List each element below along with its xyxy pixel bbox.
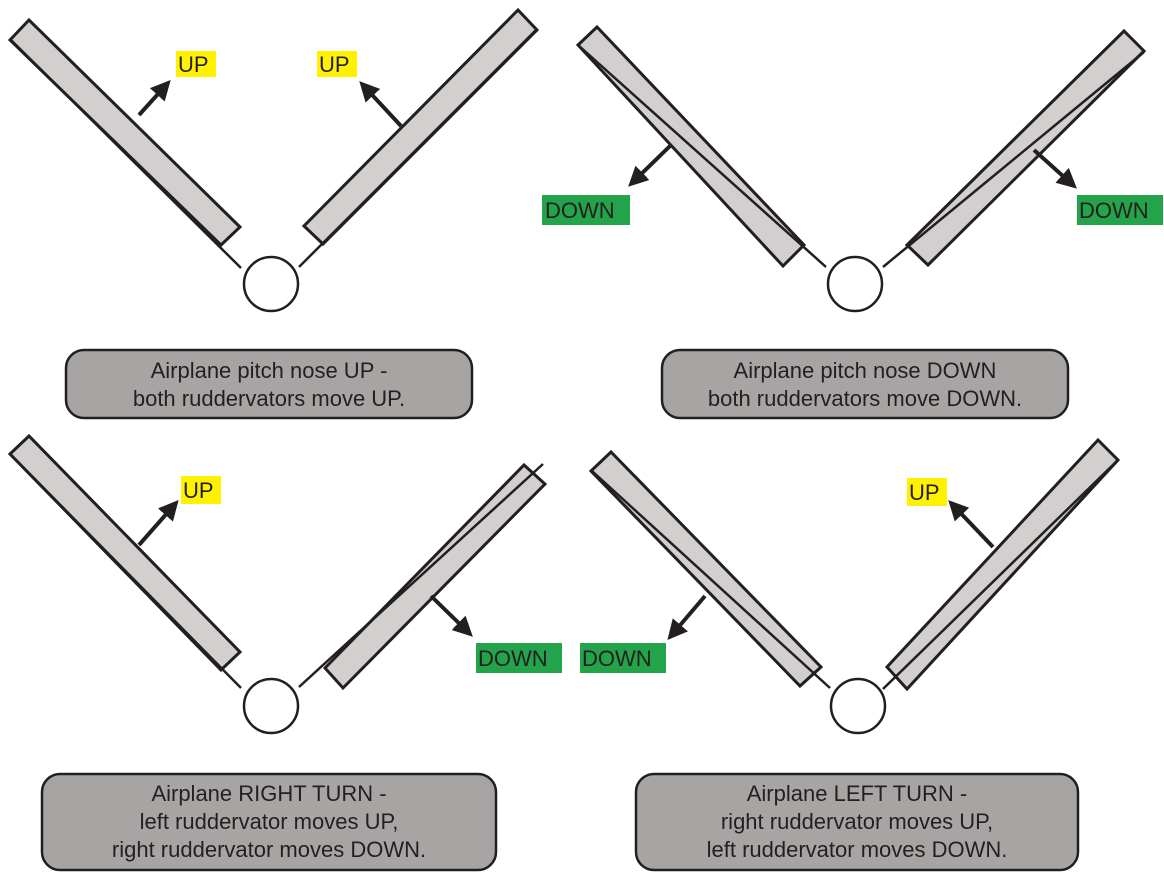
label-down: DOWN	[1079, 198, 1149, 223]
caption-line: both ruddervators move DOWN.	[708, 386, 1022, 411]
caption-box	[64, 348, 474, 420]
label-down-bg	[1077, 195, 1163, 225]
right-stub	[298, 29, 537, 268]
label-down-bg	[476, 643, 562, 673]
panel-right-turn: UP DOWN Airplane RIGHT TURN - left rudde…	[7, 433, 562, 872]
label-up: UP	[183, 478, 214, 503]
caption-box	[634, 772, 1080, 872]
label-down-bg	[580, 643, 666, 673]
fuselage-circle	[242, 677, 300, 735]
caption-box	[660, 348, 1070, 420]
right-ruddervator	[301, 7, 540, 247]
right-stub	[882, 459, 1119, 690]
label-up-bg	[907, 478, 947, 506]
fuselage-circle	[826, 255, 884, 313]
panel-left-turn: DOWN UP Airplane LEFT TURN - right rudde…	[580, 437, 1121, 872]
right-arrow-up	[359, 81, 403, 128]
caption-line: right ruddervator moves DOWN.	[112, 837, 426, 862]
right-ruddervator	[322, 462, 548, 691]
left-arrow-up	[137, 499, 179, 547]
right-arrow-down	[429, 594, 473, 637]
caption-box	[40, 772, 498, 872]
label-down: DOWN	[545, 198, 615, 223]
caption-line: Airplane pitch nose DOWN	[734, 358, 997, 383]
left-stub	[591, 470, 831, 689]
left-ruddervator	[7, 17, 243, 248]
label-down-bg	[542, 195, 630, 225]
left-stub	[577, 44, 827, 268]
left-arrow-down	[628, 144, 672, 187]
left-ruddervator	[7, 433, 243, 673]
label-down: DOWN	[478, 646, 548, 671]
right-stub	[882, 51, 1145, 268]
label-up-bg	[317, 51, 357, 77]
caption-line: right ruddervator moves UP,	[721, 809, 993, 834]
caption-line: Airplane pitch nose UP -	[151, 358, 388, 383]
left-stub	[10, 39, 242, 269]
panel-pitch-down: DOWN DOWN Airplane pitch nose DOWN both …	[542, 24, 1163, 420]
caption-line: left ruddervator moves UP,	[140, 809, 399, 834]
left-arrow-down	[667, 594, 707, 641]
caption-line: both ruddervators move UP.	[133, 386, 405, 411]
caption-line: left ruddervator moves DOWN.	[707, 837, 1008, 862]
panel-pitch-up: UP UP Airplane pitch nose UP - both rudd…	[7, 7, 540, 420]
label-up-bg	[176, 51, 216, 77]
right-stub	[298, 463, 544, 688]
fuselage-circle	[242, 255, 300, 313]
label-down: DOWN	[582, 646, 652, 671]
caption-line: Airplane RIGHT TURN -	[151, 781, 386, 806]
label-up-bg	[181, 476, 221, 504]
label-up: UP	[319, 52, 350, 77]
label-up: UP	[909, 480, 940, 505]
label-up: UP	[178, 52, 209, 77]
right-arrow-down	[1032, 148, 1077, 189]
left-stub	[10, 454, 242, 689]
right-arrow-up	[948, 500, 995, 549]
left-arrow-up	[137, 80, 171, 117]
caption-line: Airplane LEFT TURN -	[747, 781, 967, 806]
fuselage-circle	[829, 677, 887, 735]
